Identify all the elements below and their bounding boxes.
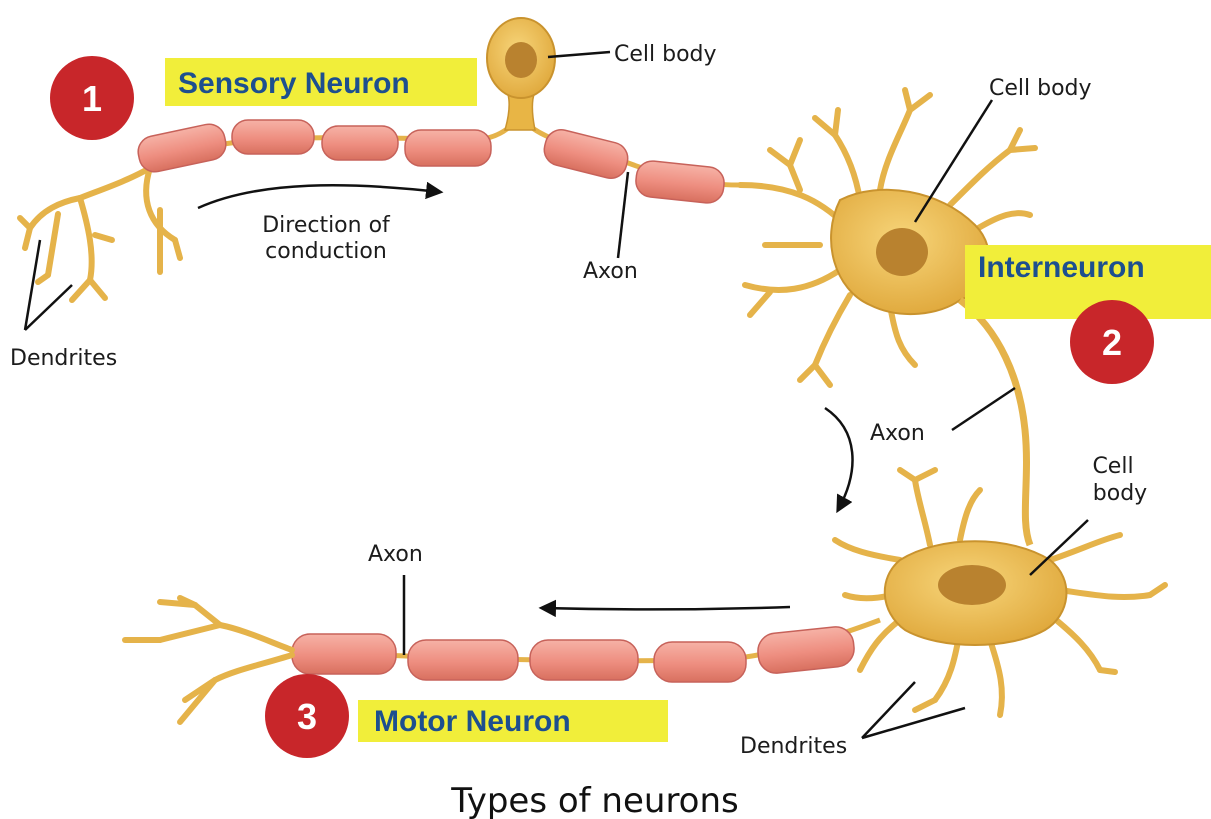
sensory-neuron-title: Sensory Neuron [165, 58, 477, 106]
svg-text:Interneuron: Interneuron [978, 251, 1145, 284]
svg-text:3: 3 [297, 696, 317, 737]
figure-caption: Types of neurons [450, 781, 739, 819]
label-sensory-dendrites: Dendrites [10, 346, 117, 371]
label-direction-line1: Direction of [262, 213, 391, 238]
label-sensory-cell-body: Cell body [614, 42, 717, 67]
interneuron-nucleus [876, 228, 928, 276]
svg-text:Motor Neuron: Motor Neuron [374, 705, 571, 738]
motor-neuron-title: Motor Neuron [358, 700, 668, 742]
label-interneuron-axon: Axon [870, 421, 925, 446]
badge-2: 2 [1070, 300, 1154, 384]
label-motor-cell-body-line2: body [1093, 481, 1147, 506]
label-sensory-axon: Axon [583, 259, 638, 284]
label-motor-axon: Axon [368, 542, 423, 567]
badge-1: 1 [50, 56, 134, 140]
label-motor-dendrites: Dendrites [740, 734, 847, 759]
label-direction-line2: conduction [265, 239, 387, 264]
badge-3: 3 [265, 674, 349, 758]
svg-text:2: 2 [1102, 322, 1122, 363]
svg-text:Sensory Neuron: Sensory Neuron [178, 67, 410, 100]
direction-arrow-motor [542, 607, 790, 609]
motor-nucleus [938, 565, 1006, 605]
svg-text:1: 1 [82, 78, 102, 119]
motor-myelin-sheath [292, 625, 856, 682]
direction-arrow-interneuron [825, 408, 853, 510]
direction-arrow-sensory [198, 185, 440, 208]
label-interneuron-cell-body: Cell body [989, 76, 1092, 101]
sensory-dendrites [20, 168, 180, 300]
label-motor-cell-body-line1: Cell [1092, 454, 1133, 479]
sensory-nucleus [505, 42, 537, 78]
